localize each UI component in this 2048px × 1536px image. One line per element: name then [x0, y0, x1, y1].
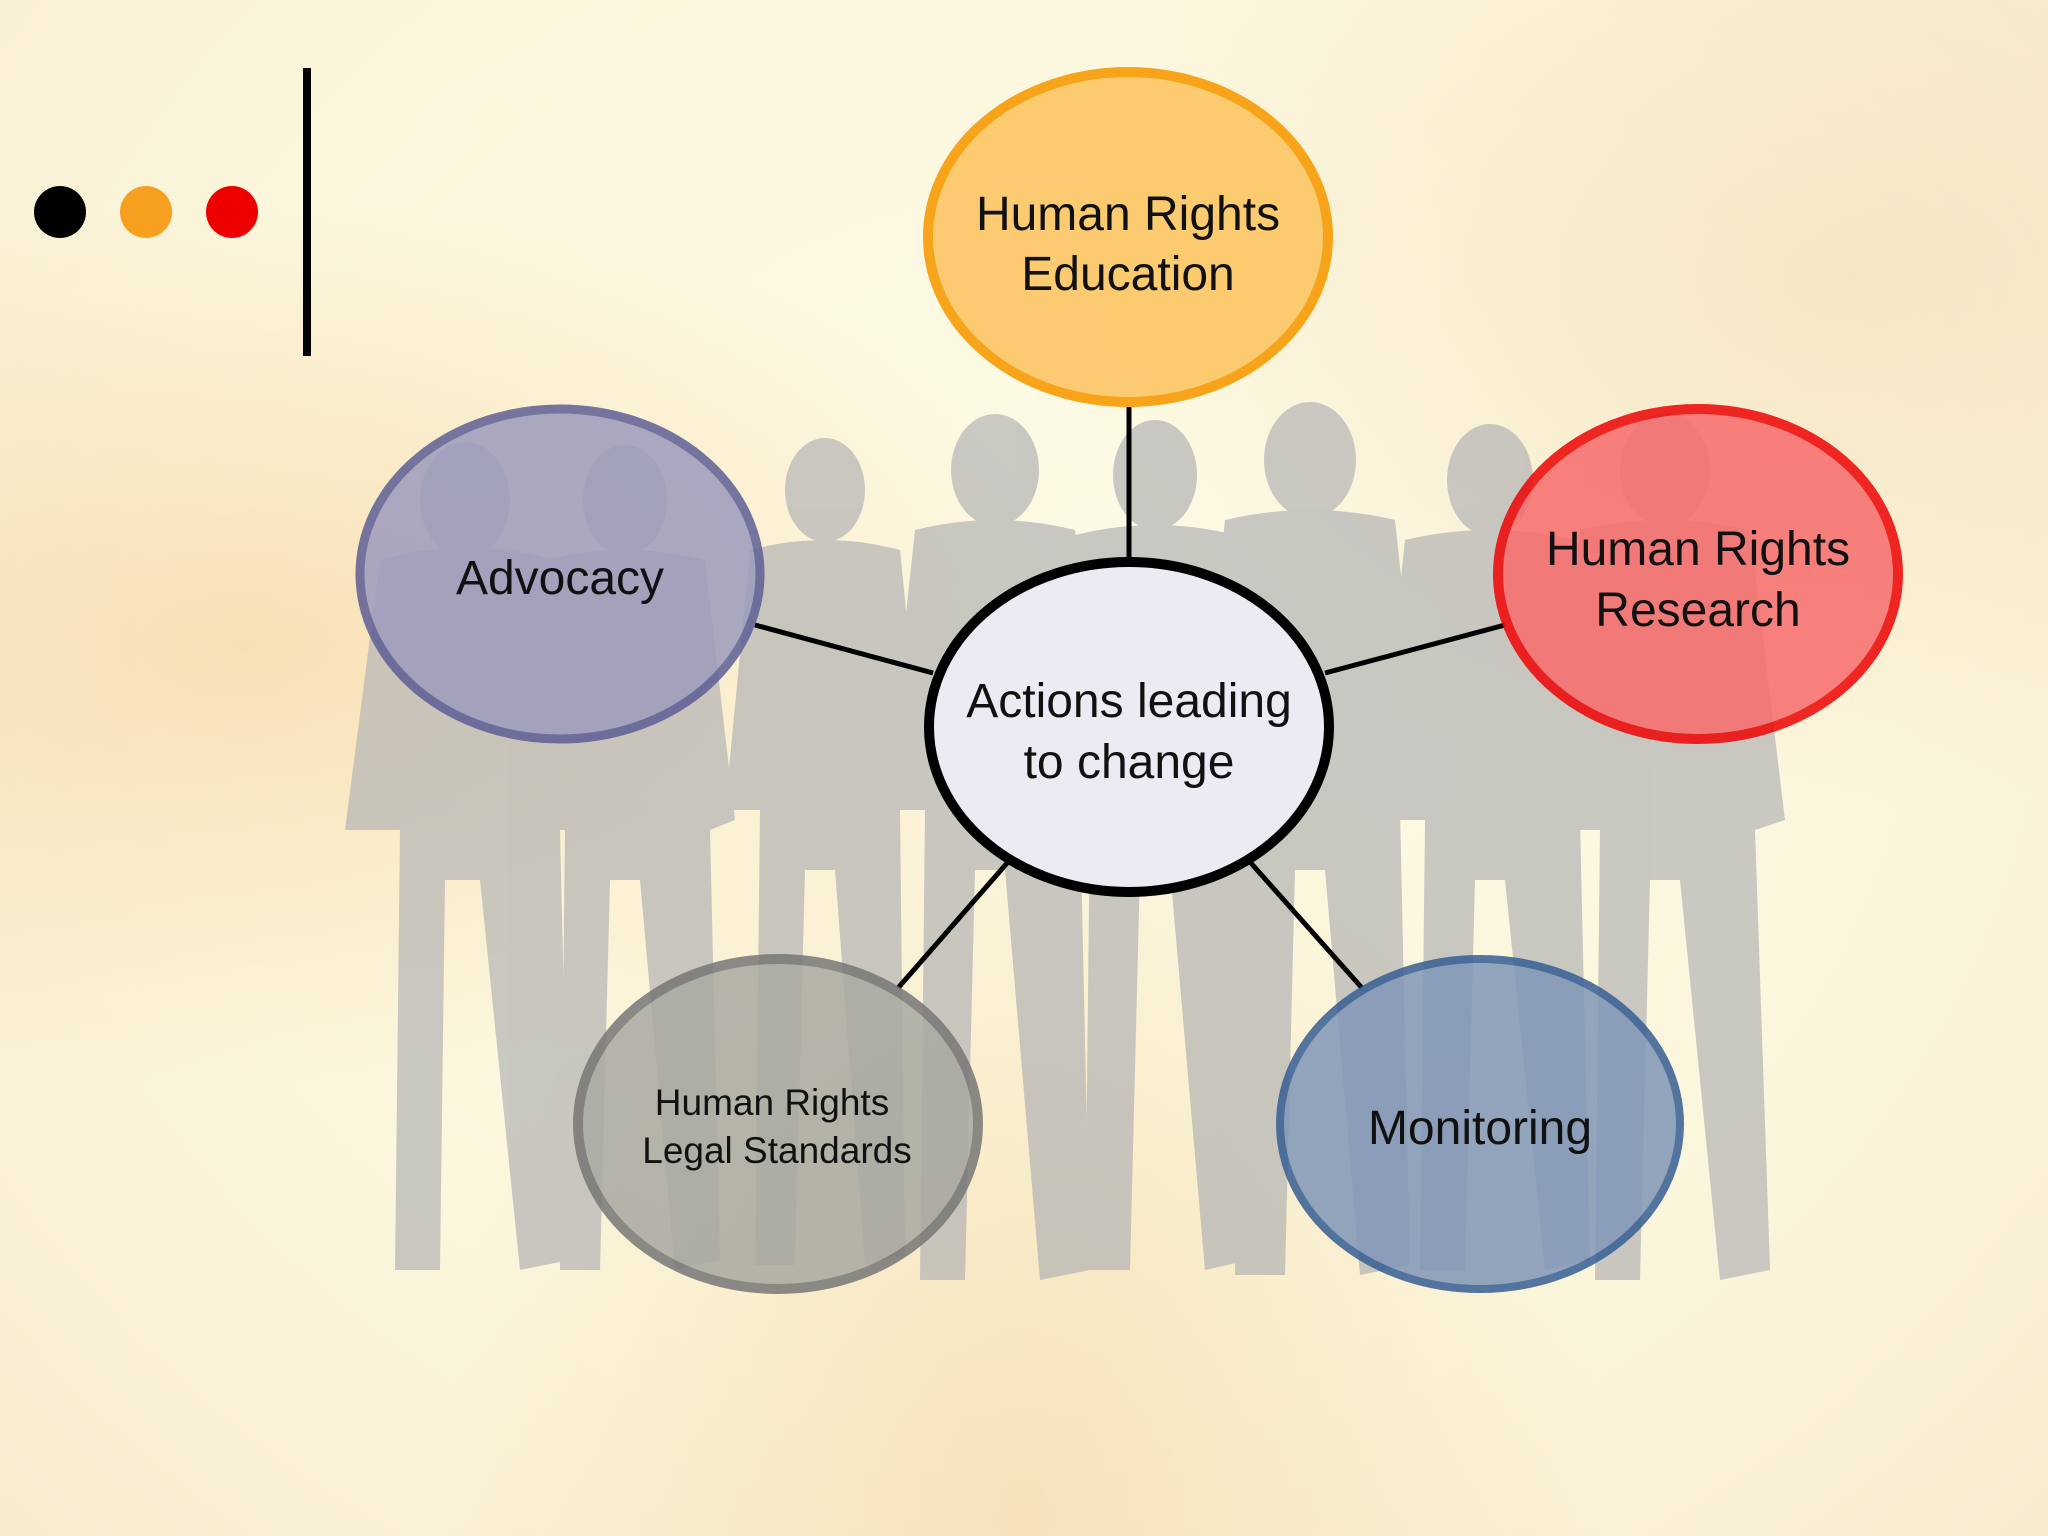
node-research: Human Rights Research [1493, 404, 1903, 744]
connector-research [1324, 622, 1506, 676]
node-legal-standards-label-line2: Legal Standards [642, 1130, 911, 1171]
node-legal-standards-shape [573, 954, 983, 1294]
connectors [754, 407, 1506, 990]
node-research-label-line2: Research [1595, 584, 1800, 637]
node-center: Actions leading to change [924, 557, 1334, 897]
node-advocacy-label: Advocacy [456, 552, 664, 605]
title-decoration [34, 68, 311, 356]
node-monitoring-shape [1276, 955, 1684, 1293]
orange-dot-icon [120, 186, 172, 238]
node-research-label-line1: Human Rights [1546, 523, 1850, 576]
connector-legal-standards [896, 860, 1010, 990]
node-legal-standards-label-line1: Human Rights [655, 1082, 889, 1123]
red-dot-icon [206, 186, 258, 238]
black-dot-icon [34, 186, 86, 238]
node-education-label-line1: Human Rights [976, 188, 1280, 241]
node-monitoring-label: Monitoring [1368, 1102, 1592, 1155]
node-education-label-line2: Education [1021, 248, 1235, 301]
node-advocacy-shape [355, 404, 765, 744]
center-node-shape [924, 557, 1334, 897]
node-monitoring: Monitoring [1276, 955, 1684, 1293]
center-node-label-line1: Actions leading [966, 675, 1292, 728]
node-education: Human Rights Education [923, 67, 1333, 407]
node-research-shape [1493, 404, 1903, 744]
center-node-label-line2: to change [1024, 736, 1235, 789]
node-advocacy: Advocacy [355, 404, 765, 744]
node-education-shape [923, 67, 1333, 407]
connector-advocacy [754, 622, 934, 676]
connector-monitoring [1248, 860, 1364, 990]
node-legal-standards: Human Rights Legal Standards [573, 954, 983, 1294]
